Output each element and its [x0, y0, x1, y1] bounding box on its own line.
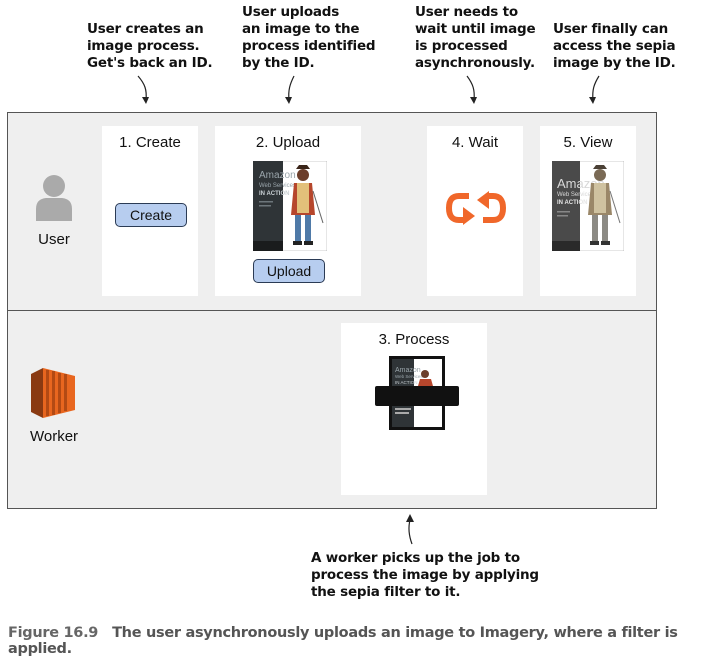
sepia-book-cover-image: Amazon Web Services IN ACTION [552, 161, 624, 251]
worker-lane [7, 310, 657, 509]
arrow-note-view [589, 75, 600, 104]
step-view-title: 5. View [563, 134, 613, 151]
arrow-note-wait [466, 75, 477, 104]
step-view-card: 5. View Amazon Web Services IN ACTION [540, 126, 636, 296]
process-book-title-line1: Amazon [395, 367, 421, 374]
note-worker: A worker picks up the job to process the… [311, 550, 539, 600]
step-process-card: 3. Process Amazon Web Services IN ACTION [341, 323, 487, 495]
worker-label: Worker [29, 428, 79, 445]
step-create-card: 1. Create Create [102, 126, 198, 296]
sepia-book-title-line3: IN ACTION [557, 200, 587, 206]
step-create-title: 1. Create [119, 134, 181, 151]
book-title-line3: IN ACTION [259, 191, 289, 197]
user-label: User [38, 231, 70, 248]
create-button[interactable]: Create [115, 203, 187, 227]
sepia-book-title-line2: Web Services [557, 192, 594, 198]
book-cover-image: Amazon Web Services IN ACTION [253, 161, 327, 251]
arrow-note-worker [406, 514, 414, 545]
step-upload-card: 2. Upload Amazon Web Services IN ACTION … [215, 126, 361, 296]
worker-icon [31, 368, 75, 418]
step-wait-title: 4. Wait [451, 134, 499, 151]
user-icon [36, 175, 72, 221]
note-create: User creates an image process. Get's bac… [87, 21, 213, 71]
figure-number: Figure 16.9 [8, 625, 99, 641]
arrow-note-upload [285, 75, 295, 104]
upload-button[interactable]: Upload [253, 259, 325, 283]
note-upload: User uploads an image to the process ide… [242, 4, 376, 71]
step-wait-card: 4. Wait [427, 126, 523, 296]
note-view: User finally can access the sepia image … [553, 21, 676, 71]
printer-icon: Amazon Web Services IN ACTION [375, 356, 459, 430]
process-book-title-line3: IN ACTION [395, 380, 418, 385]
book-title-line1: Amazon [259, 170, 296, 181]
step-upload-title: 2. Upload [255, 134, 321, 151]
refresh-icon [445, 191, 507, 225]
book-title-line2: Web Services [259, 183, 296, 189]
step-process-title: 3. Process [378, 331, 450, 348]
process-book-title-line2: Web Services [395, 374, 423, 379]
note-wait: User needs to wait until image is proces… [415, 4, 536, 71]
figure-caption-text: The user asynchronously uploads an image… [8, 625, 678, 657]
arrow-note-create [137, 75, 149, 104]
